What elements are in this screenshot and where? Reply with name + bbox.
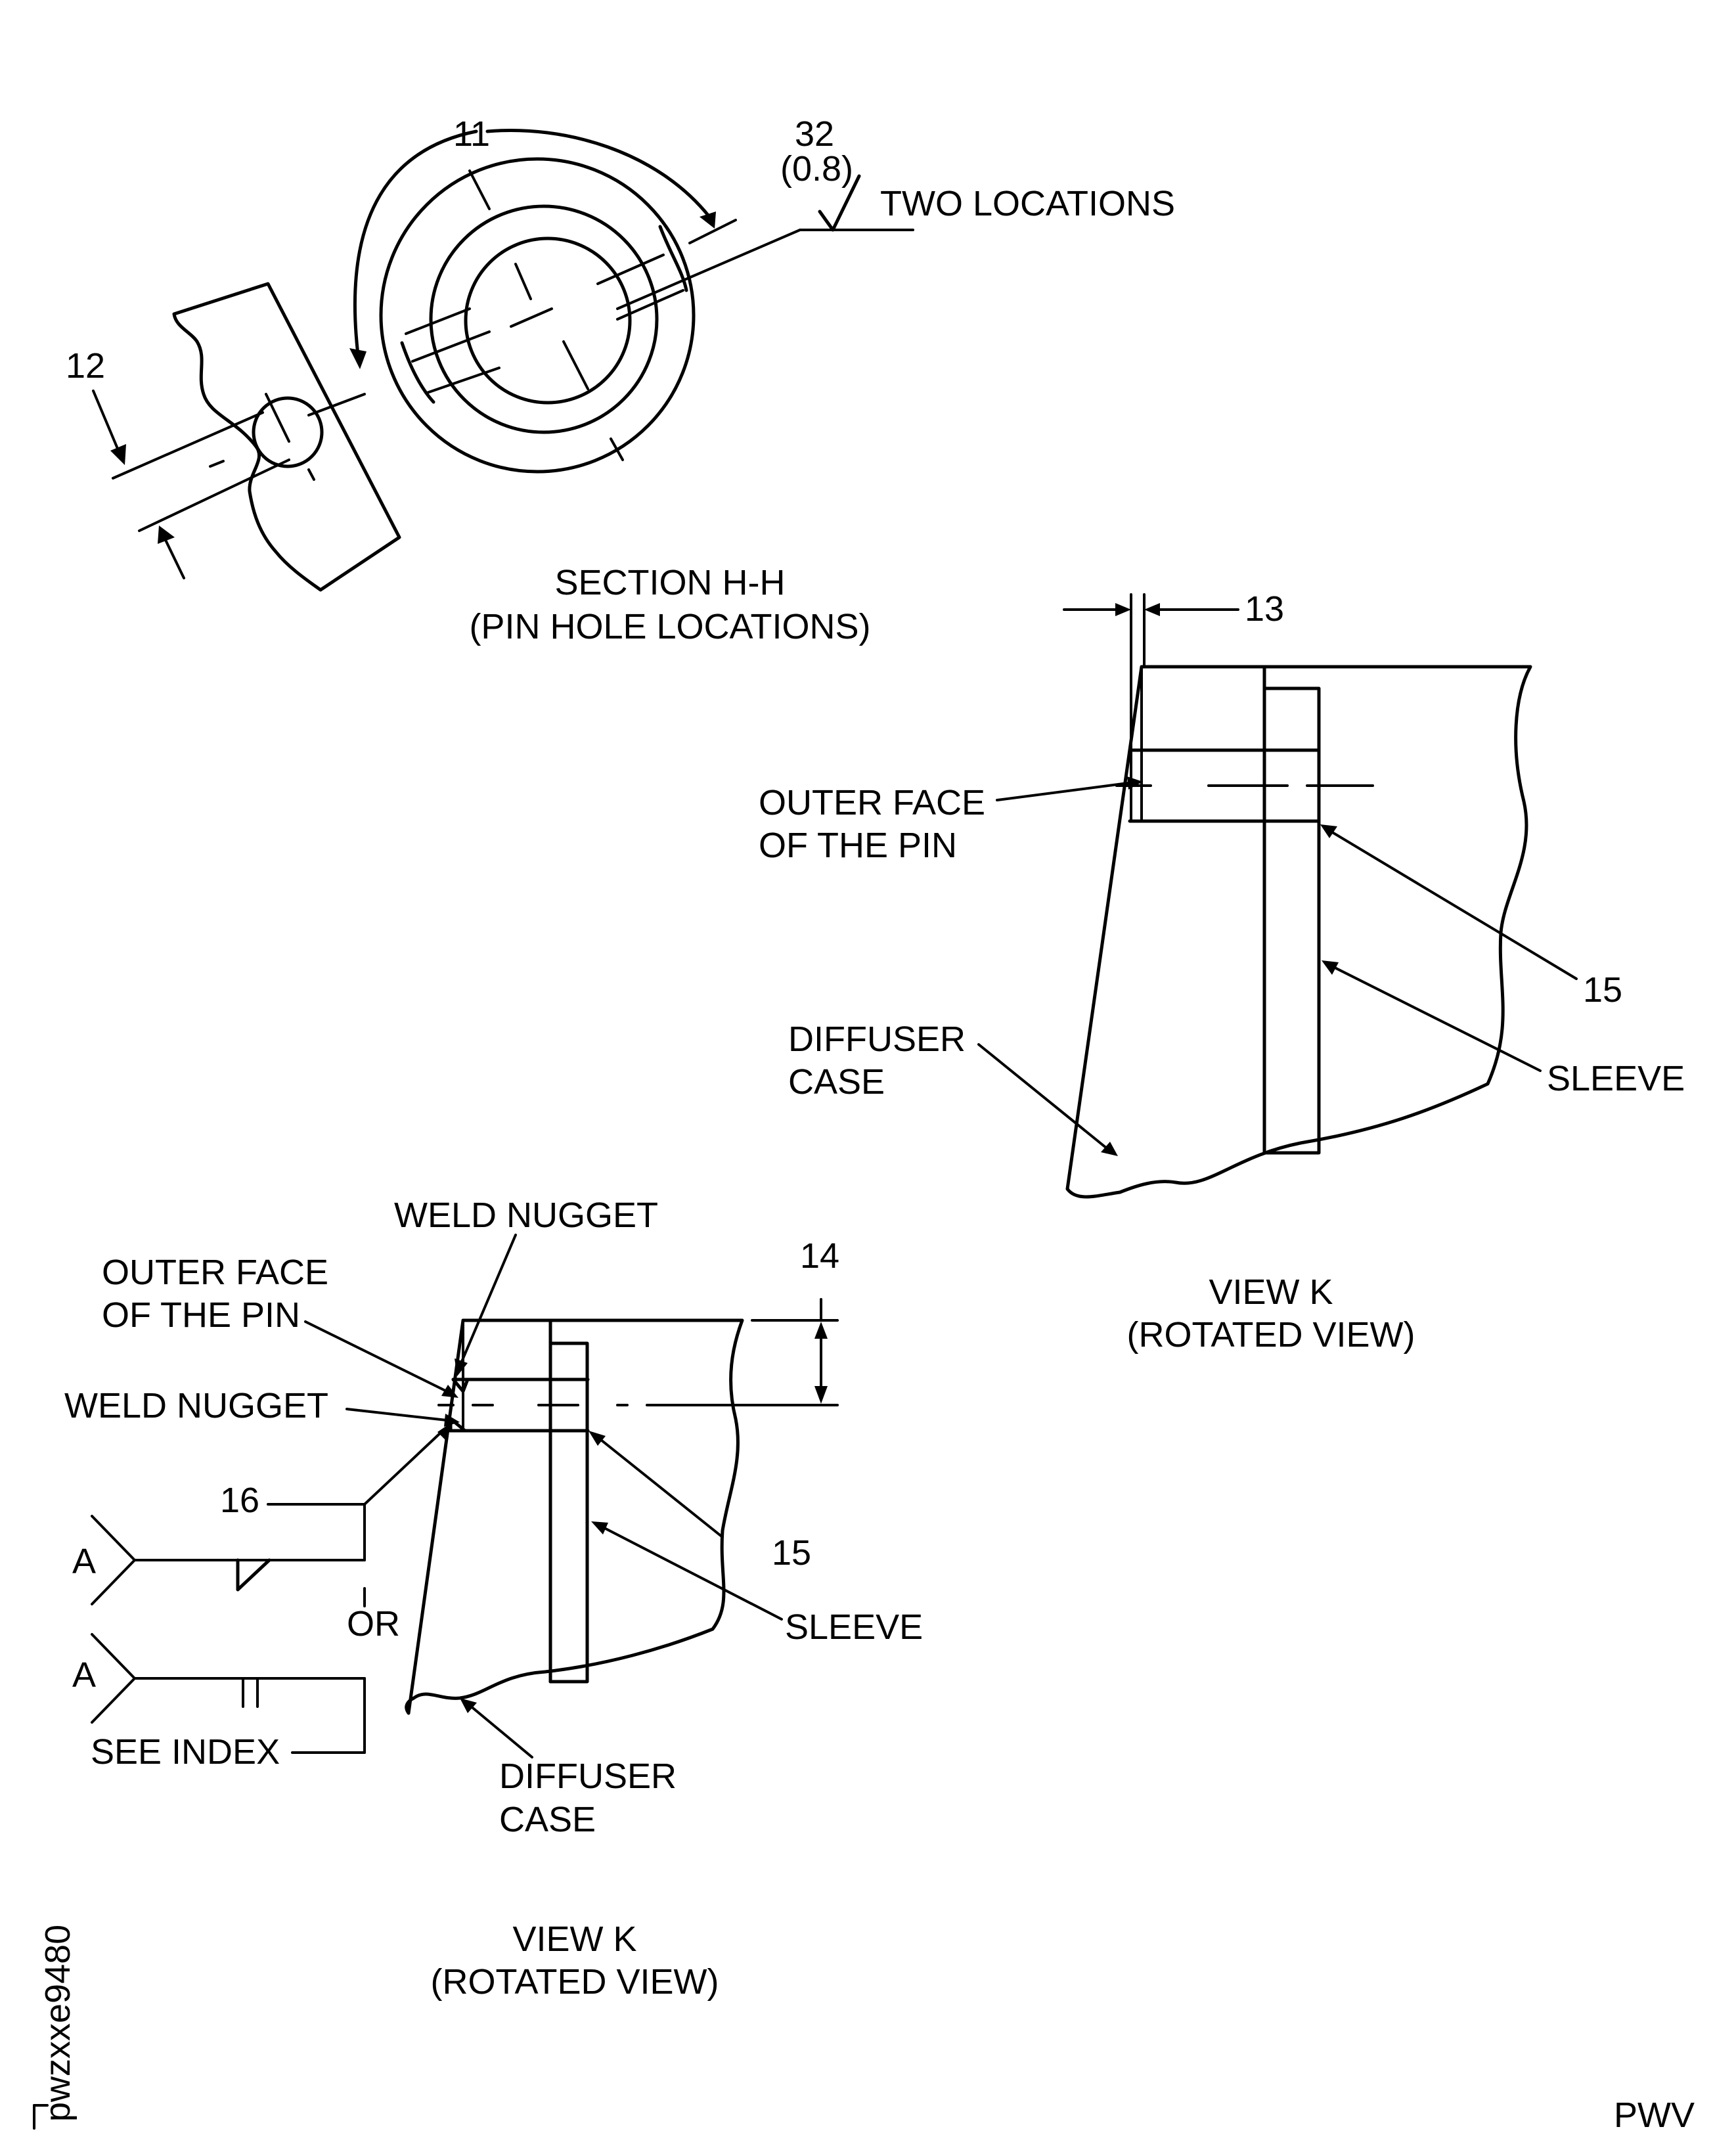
callout-13: 13 (1245, 589, 1284, 629)
outer-ring (379, 157, 696, 474)
corner-mark: PWV (1614, 2095, 1695, 2135)
outer-face-line2: OF THE PIN (759, 826, 957, 865)
weld-ref-a2: A (72, 1655, 96, 1695)
sleeve-lower (548, 1341, 589, 1684)
section-hh: 11 12 32 (0.8) TWO LOCATIONS SECTION H-H… (66, 114, 1175, 646)
or-text: OR (347, 1604, 400, 1644)
view-k-title: VIEW K (1209, 1272, 1333, 1312)
outer-face-line1: OUTER FACE (759, 783, 985, 822)
finish-note: TWO LOCATIONS (880, 184, 1175, 223)
outer-face-line2-lower: OF THE PIN (102, 1295, 300, 1335)
sleeve-label: SLEEVE (1547, 1059, 1685, 1098)
diffuser-line1: DIFFUSER (788, 1019, 966, 1059)
weld-nugget-top (451, 1377, 470, 1393)
callout-16: 16 (220, 1481, 259, 1520)
view-k-subtitle-lower: (ROTATED VIEW) (431, 1962, 719, 2002)
sleeve (1262, 686, 1321, 1155)
section-subtitle: (PIN HOLE LOCATIONS) (469, 607, 870, 646)
finish-value: 32 (795, 114, 834, 154)
figure-id-block: pwzxxe9480 (33, 1925, 78, 2130)
diffuser-line1-lower: DIFFUSER (499, 1757, 677, 1796)
callout-15: 15 (1583, 970, 1622, 1010)
diffuser-case-outline-lower (405, 1318, 744, 1715)
weld-nugget-mid-label: WELD NUGGET (64, 1386, 328, 1425)
view-k-upper: 13 OUTER FACE OF THE PIN 15 SLEEVE DIFFU… (759, 589, 1685, 1355)
view-k-title-lower: VIEW K (512, 1919, 636, 1959)
view-k-lower: WELD NUGGET OUTER FACE OF THE PIN WELD N… (64, 1196, 923, 2002)
middle-ring (429, 204, 659, 434)
weld-ref-a1: A (72, 1542, 96, 1581)
diffuser-line2-lower: CASE (499, 1800, 596, 1839)
figure-id: pwzxxe9480 (38, 1925, 78, 2122)
sleeve-label-lower: SLEEVE (785, 1607, 923, 1647)
view-k-subtitle: (ROTATED VIEW) (1127, 1315, 1415, 1355)
outer-face-line1-lower: OUTER FACE (102, 1253, 328, 1292)
callout-12: 12 (66, 346, 105, 386)
callout-15-lower: 15 (772, 1533, 811, 1573)
finish-metric: (0.8) (780, 149, 853, 189)
diffuser-case-outline (1065, 665, 1532, 1199)
weld-nugget-top-label: WELD NUGGET (394, 1196, 658, 1235)
section-title: SECTION H-H (555, 563, 786, 602)
inner-bore (464, 236, 632, 405)
callout-11: 11 (453, 114, 490, 154)
callout-14: 14 (800, 1236, 839, 1276)
see-index: SEE INDEX (91, 1732, 280, 1772)
pin-hole (252, 396, 324, 468)
diffuser-line2: CASE (788, 1062, 885, 1102)
